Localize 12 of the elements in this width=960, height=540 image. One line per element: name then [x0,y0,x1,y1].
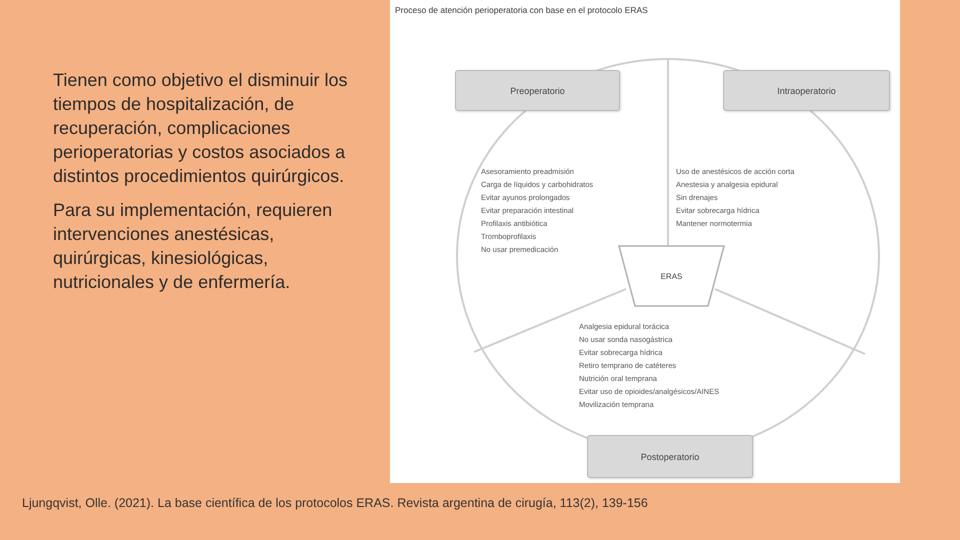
trapezoid-box [618,245,725,307]
stage-box [723,70,890,111]
node-label: ERAS [660,272,682,280]
body-text: Para su implementación, requieren intervenciones anestésicas, quirúrgicas, kinesiológicas, nutricionales y de enfermería. [53,199,334,294]
node-label: Preoperatorio [510,86,565,96]
figure-title: Proceso de atención perioperatoria con base en el protocolo ERAS [395,5,648,15]
node-label: Intraoperatorio [777,86,836,96]
citation-text: Ljungqvist, Olle. (2021). La base científica de los protocolos ERAS. Revista argentina de cirugía, 113(2), 139-156 [22,496,648,510]
stage-box [455,70,620,111]
stage-box [587,435,753,478]
node-label: Postoperatorio [640,452,700,462]
body-text: Tienen como objetivo el disminuir los tiempos de hospitalización, de recuperación, complicaciones perioperatorias y costos asociados a distintos procedimientos quirúrgicos. [53,69,348,188]
